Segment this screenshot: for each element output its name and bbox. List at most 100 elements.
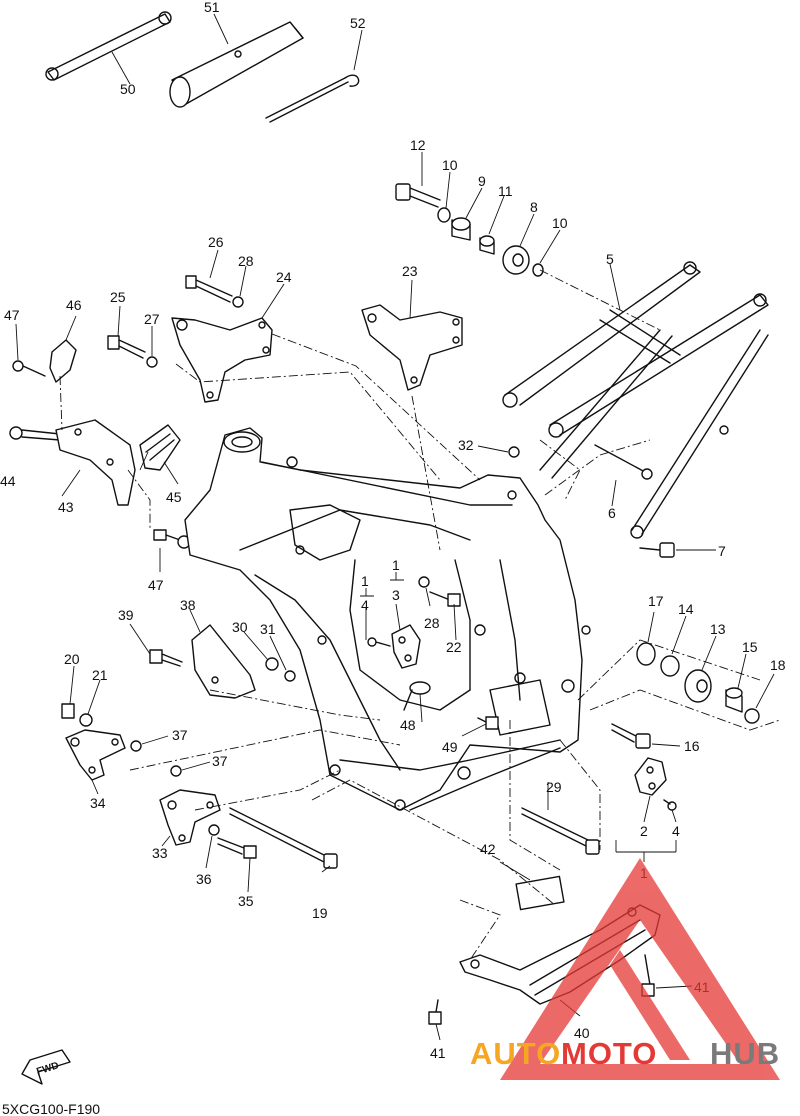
callout-1b: 1 bbox=[392, 557, 400, 573]
callout-8: 8 bbox=[530, 199, 538, 215]
callout-51: 51 bbox=[204, 0, 220, 15]
callout-42: 42 bbox=[480, 841, 496, 857]
callout-37a: 37 bbox=[172, 727, 188, 743]
callout-33: 33 bbox=[152, 845, 168, 861]
phantom-lines bbox=[59, 269, 781, 961]
fwd-arrow-icon: FWD bbox=[21, 1049, 71, 1085]
callout-43: 43 bbox=[58, 499, 74, 515]
bolt-16 bbox=[611, 723, 651, 749]
tool-socket-wrench-51 bbox=[169, 21, 304, 108]
callout-4b: 4 bbox=[672, 823, 680, 839]
callout-18: 18 bbox=[770, 657, 786, 673]
washer-37b bbox=[170, 765, 182, 777]
callout-28b: 28 bbox=[424, 615, 440, 631]
bolt-30 bbox=[265, 657, 279, 671]
callout-12: 12 bbox=[410, 137, 426, 153]
bracket-33 bbox=[159, 789, 221, 846]
callout-32: 32 bbox=[458, 437, 474, 453]
washer-10b bbox=[532, 263, 544, 277]
callout-37b: 37 bbox=[212, 753, 228, 769]
callout-4a: 4 bbox=[361, 597, 369, 613]
tool-rod-52 bbox=[265, 74, 360, 123]
callout-23: 23 bbox=[402, 263, 418, 279]
callout-29: 29 bbox=[546, 779, 562, 795]
callout-47b: 47 bbox=[148, 577, 164, 593]
bracket-23 bbox=[361, 304, 463, 391]
bolt-35 bbox=[217, 837, 257, 859]
callout-2: 2 bbox=[640, 823, 648, 839]
bolt-47b bbox=[153, 529, 191, 549]
engine-bracket-2-right bbox=[634, 757, 667, 796]
bolt-47a bbox=[12, 360, 46, 377]
bolt-26 bbox=[185, 275, 233, 303]
callout-41b: 41 bbox=[430, 1045, 446, 1061]
pivot-bolt-12 bbox=[395, 183, 441, 208]
callout-27: 27 bbox=[144, 311, 160, 327]
callout-48: 48 bbox=[400, 717, 416, 733]
callout-3: 3 bbox=[392, 587, 400, 603]
callout-36: 36 bbox=[196, 871, 212, 887]
callout-11: 11 bbox=[498, 183, 513, 199]
collar-14 bbox=[660, 655, 680, 677]
callout-10a: 10 bbox=[442, 157, 458, 173]
callout-28a: 28 bbox=[238, 253, 254, 269]
washer-18 bbox=[744, 708, 760, 724]
bolt-25 bbox=[107, 335, 146, 359]
bearing-8 bbox=[502, 245, 530, 275]
bolt-41b bbox=[428, 999, 442, 1025]
watermark-logo bbox=[500, 858, 780, 1080]
footrest-45 bbox=[139, 424, 181, 471]
callout-15: 15 bbox=[742, 639, 758, 655]
damper-13 bbox=[684, 669, 712, 703]
bolt-39 bbox=[149, 649, 183, 667]
callout-35: 35 bbox=[238, 893, 254, 909]
bolt-19 bbox=[229, 807, 338, 869]
bolt-44 bbox=[9, 426, 61, 441]
washer-28a bbox=[232, 296, 244, 308]
callout-47a: 47 bbox=[4, 307, 20, 323]
bolt-4b bbox=[663, 799, 677, 811]
watermark-triangle-icon bbox=[500, 858, 780, 1080]
washer-27 bbox=[146, 356, 158, 368]
bolt-49 bbox=[477, 716, 499, 730]
callout-26: 26 bbox=[208, 234, 224, 250]
callout-21: 21 bbox=[92, 667, 108, 683]
callout-45: 45 bbox=[166, 489, 182, 505]
washer-37a bbox=[130, 740, 142, 752]
callout-24: 24 bbox=[276, 269, 292, 285]
bolt-4a bbox=[367, 637, 391, 647]
callout-16: 16 bbox=[684, 738, 700, 754]
footrest-bracket-43 bbox=[55, 419, 136, 506]
callout-14: 14 bbox=[678, 601, 694, 617]
callout-7: 7 bbox=[718, 543, 726, 559]
rear-frame-5 bbox=[502, 261, 769, 539]
bolt-20 bbox=[61, 703, 75, 719]
callout-25: 25 bbox=[110, 289, 126, 305]
cover-46 bbox=[49, 339, 77, 383]
tool-wrench-50 bbox=[45, 11, 172, 81]
engine-bracket-2 bbox=[391, 624, 421, 669]
bolt-29 bbox=[521, 807, 600, 855]
callout-13: 13 bbox=[710, 621, 726, 637]
callout-20: 20 bbox=[64, 651, 80, 667]
bracket-24 bbox=[171, 317, 273, 403]
callout-44: 44 bbox=[0, 473, 16, 489]
callout-10b: 10 bbox=[552, 215, 568, 231]
bolt-7 bbox=[639, 542, 675, 558]
collar-11 bbox=[479, 235, 495, 255]
collar-15 bbox=[725, 687, 743, 713]
callout-22: 22 bbox=[446, 639, 462, 655]
callout-50: 50 bbox=[120, 81, 136, 97]
callout-19: 19 bbox=[312, 905, 328, 921]
collar-17 bbox=[636, 642, 656, 666]
watermark-text-moto: MOTO bbox=[561, 1036, 657, 1071]
callout-40: 40 bbox=[574, 1025, 590, 1041]
washer-31 bbox=[284, 670, 296, 682]
bolt-6 bbox=[594, 444, 653, 480]
callout-46: 46 bbox=[66, 297, 82, 313]
diagram-code: 5XCG100-F190 bbox=[2, 1101, 100, 1116]
callout-39: 39 bbox=[118, 607, 134, 623]
collar-9 bbox=[451, 217, 471, 241]
washer-10a bbox=[437, 207, 451, 223]
